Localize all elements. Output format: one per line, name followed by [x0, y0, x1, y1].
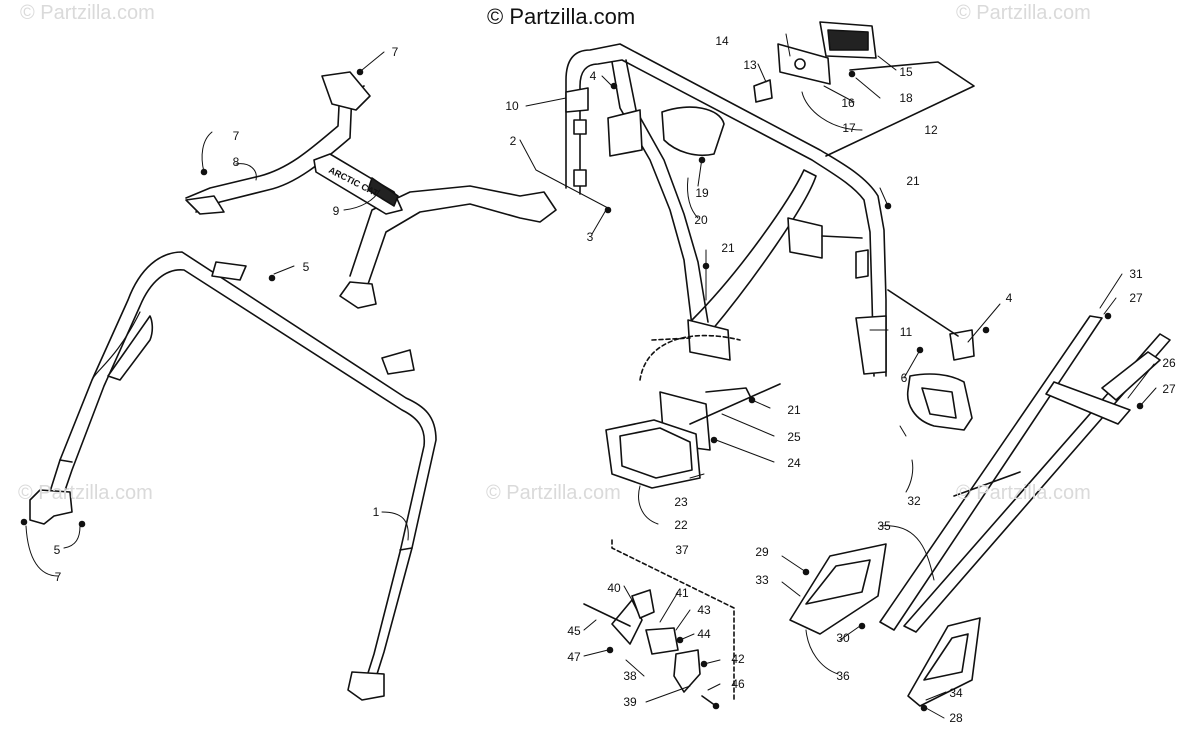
callout-40: 40 [607, 581, 621, 595]
callout-15: 15 [899, 65, 913, 79]
front-roll-bar [29, 251, 437, 701]
leader-lines [25, 33, 1157, 719]
callout-8: 8 [232, 155, 240, 169]
callout-30: 30 [836, 631, 850, 645]
callout-12: 12 [924, 123, 938, 137]
side-guard-left [789, 543, 887, 635]
callout-38: 38 [623, 669, 637, 683]
callout-25: 25 [787, 430, 801, 444]
watermark-mid-left: © Partzilla.com [18, 482, 153, 504]
callout-29: 29 [755, 545, 769, 559]
callout-14: 14 [715, 34, 729, 48]
callout-31: 31 [1129, 267, 1143, 281]
callout-21c: 21 [787, 403, 801, 417]
watermark-mid-right: © Partzilla.com [956, 482, 1091, 504]
callout-6: 6 [900, 371, 908, 385]
callout-47: 47 [567, 650, 581, 664]
callout-7b: 7 [232, 129, 240, 143]
callout-42: 42 [731, 652, 745, 666]
rear-net-frame [879, 315, 1171, 633]
callout-45: 45 [567, 624, 581, 638]
rear-cage [565, 43, 887, 381]
callout-28: 28 [949, 711, 963, 725]
side-guard-right [907, 617, 981, 707]
callout-7c: 7 [54, 570, 62, 584]
callout-16: 16 [841, 96, 855, 110]
watermark-top-left: © Partzilla.com [20, 2, 155, 24]
upper-cross-bar [185, 71, 557, 309]
callout-4b: 4 [1005, 291, 1013, 305]
callout-20: 20 [694, 213, 708, 227]
arctic-cat-decal: ARCTIC CAT [313, 153, 403, 215]
callout-2: 2 [509, 134, 517, 148]
callout-3: 3 [586, 230, 594, 244]
latch-hardware [583, 539, 735, 707]
callout-34: 34 [949, 686, 963, 700]
callout-46: 46 [731, 677, 745, 691]
callout-19: 19 [695, 186, 709, 200]
callout-32: 32 [907, 494, 921, 508]
callout-43: 43 [697, 603, 711, 617]
callout-1: 1 [372, 505, 380, 519]
tail-light-assembly [753, 21, 975, 157]
callout-7: 7 [391, 45, 399, 59]
callout-23: 23 [674, 495, 688, 509]
work-light [605, 383, 781, 489]
callout-22: 22 [674, 518, 688, 532]
callout-27b: 27 [1162, 382, 1176, 396]
callout-10: 10 [505, 99, 519, 113]
callout-13: 13 [743, 58, 757, 72]
callout-26: 26 [1162, 356, 1176, 370]
watermark-mid-center: © Partzilla.com [486, 482, 621, 504]
callout-21b: 21 [721, 241, 735, 255]
brand-watermark: © Partzilla.com [487, 4, 636, 29]
callout-24: 24 [787, 456, 801, 470]
fasteners [20, 68, 1144, 712]
callout-35: 35 [877, 519, 891, 533]
callout-18: 18 [899, 91, 913, 105]
callout-5b: 5 [53, 543, 61, 557]
callout-41: 41 [675, 586, 689, 600]
rear-bumper [887, 289, 975, 431]
callout-44: 44 [697, 627, 711, 641]
callout-36: 36 [836, 669, 850, 683]
callout-9: 9 [332, 204, 340, 218]
callout-5: 5 [302, 260, 310, 274]
callout-11: 11 [899, 325, 913, 339]
callout-33: 33 [755, 573, 769, 587]
callout-27: 27 [1129, 291, 1143, 305]
callout-39: 39 [623, 695, 637, 709]
callout-4: 4 [589, 69, 597, 83]
watermark-top-right: © Partzilla.com [956, 2, 1091, 24]
callout-17: 17 [842, 121, 856, 135]
callout-37: 37 [675, 543, 689, 557]
callout-21: 21 [906, 174, 920, 188]
